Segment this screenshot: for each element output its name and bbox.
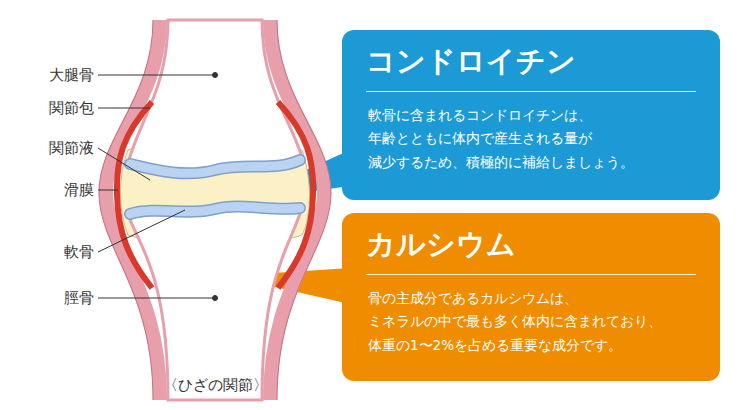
part-label: 脛骨 xyxy=(64,289,94,307)
callout-body: 軟骨に含まれるコンドロイチンは、 年齢とともに体内で産生される量が 減少するため… xyxy=(342,92,720,189)
leader-line xyxy=(98,210,185,252)
callout-heading: カルシウム xyxy=(366,213,696,275)
joint-capsule xyxy=(270,20,324,400)
joint-capsule-edge xyxy=(99,20,153,400)
callout-box: カルシウム骨の主成分であるカルシウムは、 ミネラルの中で最も多く体内に含まれてお… xyxy=(342,213,720,381)
joint-capsule-edge xyxy=(277,20,331,400)
part-label: 関節包 xyxy=(49,99,94,117)
joint-capsule xyxy=(106,20,160,400)
cartilage-outline xyxy=(130,206,300,214)
synovium xyxy=(278,102,313,288)
leader-line xyxy=(98,108,150,109)
cartilage-outline xyxy=(130,160,300,173)
part-label: 関節液 xyxy=(49,139,94,157)
cartilage xyxy=(130,206,300,214)
part-label: 滑膜 xyxy=(64,181,94,199)
callout-heading: コンドロイチン xyxy=(366,30,696,92)
part-label: 大腿骨 xyxy=(49,66,94,84)
leader-line xyxy=(98,298,213,299)
callout-box: コンドロイチン軟骨に含まれるコンドロイチンは、 年齢とともに体内で産生される量が… xyxy=(342,30,720,200)
leader-dot xyxy=(213,296,218,301)
cartilage xyxy=(130,160,300,173)
leader-line xyxy=(98,148,150,180)
callout-body: 骨の主成分であるカルシウムは、 ミネラルの中で最も多く体内に含まれており、 体重… xyxy=(342,275,720,372)
part-label: 軟骨 xyxy=(64,243,94,261)
leader-line xyxy=(98,190,118,191)
leader-dot xyxy=(213,73,218,78)
synovium xyxy=(117,102,152,288)
figure-caption: 〈ひざの関節〉 xyxy=(163,376,268,394)
leader-line xyxy=(98,75,213,76)
